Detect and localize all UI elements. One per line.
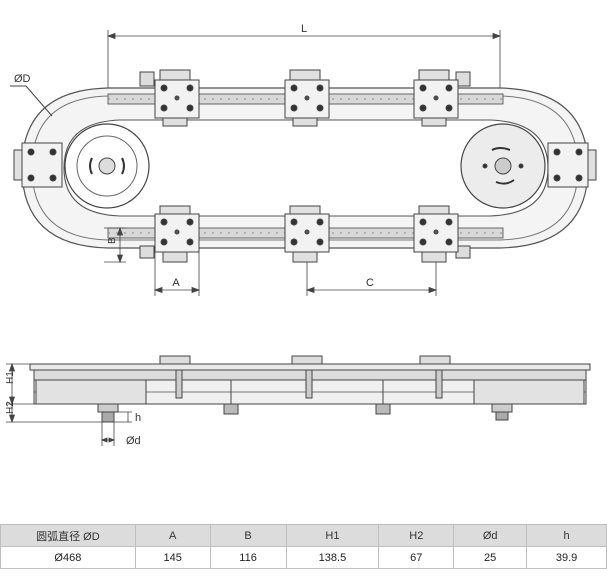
dim-label-C: C — [366, 277, 374, 289]
carriage — [284, 205, 330, 263]
carriage — [13, 142, 63, 188]
spec-header-h: h — [526, 524, 607, 547]
side-top-plate — [29, 363, 591, 371]
spec-header-H1: H1 — [285, 524, 380, 547]
dimension-lines-side — [6, 362, 132, 446]
dim-label-A: A — [172, 277, 180, 289]
spec-header-H2: H2 — [378, 524, 455, 547]
dim-label-H1: H1 — [5, 371, 16, 384]
side-view — [29, 355, 591, 423]
dim-label-B: B — [107, 237, 118, 244]
spec-value-d: 25 — [453, 546, 528, 569]
carriage — [284, 69, 330, 127]
spec-value-B: 116 — [209, 546, 287, 569]
dim-label-D: ØD — [14, 73, 31, 85]
spec-table-row: Ø468 145 116 138.5 67 25 39.9 — [0, 546, 607, 569]
technical-drawing: L ØD B A C H1 H2 h Ød — [5, 23, 597, 447]
carriages-top-view — [13, 69, 597, 263]
spec-value-H2: 67 — [378, 546, 455, 569]
dim-label-H2: H2 — [5, 401, 16, 414]
dim-label-h: h — [135, 412, 141, 424]
carriage — [547, 142, 597, 188]
spec-table-header-row: 圆弧直径 ØD A B H1 H2 Ød h — [0, 524, 607, 547]
outer-track-inner-line — [31, 95, 579, 241]
carriage — [413, 205, 459, 263]
spec-header-A: A — [134, 524, 211, 547]
dim-label-L: L — [301, 23, 307, 35]
spec-value-H1: 138.5 — [285, 546, 380, 569]
carriage — [154, 205, 200, 263]
spec-value-A: 145 — [134, 546, 211, 569]
inner-opening — [63, 119, 549, 217]
spec-header-diameter: 圆弧直径 ØD — [0, 524, 136, 547]
spec-table: 圆弧直径 ØD A B H1 H2 Ød h Ø468 145 116 138.… — [0, 524, 607, 569]
spec-header-d: Ød — [453, 524, 528, 547]
spec-value-h: 39.9 — [526, 546, 607, 569]
spec-header-B: B — [209, 524, 287, 547]
dim-label-d: Ød — [126, 435, 141, 447]
spec-value-diameter: Ø468 — [0, 546, 136, 569]
dimension-lines-top — [104, 30, 502, 296]
carriage — [413, 69, 459, 127]
diameter-leader — [25, 85, 53, 117]
carriage — [154, 69, 200, 127]
